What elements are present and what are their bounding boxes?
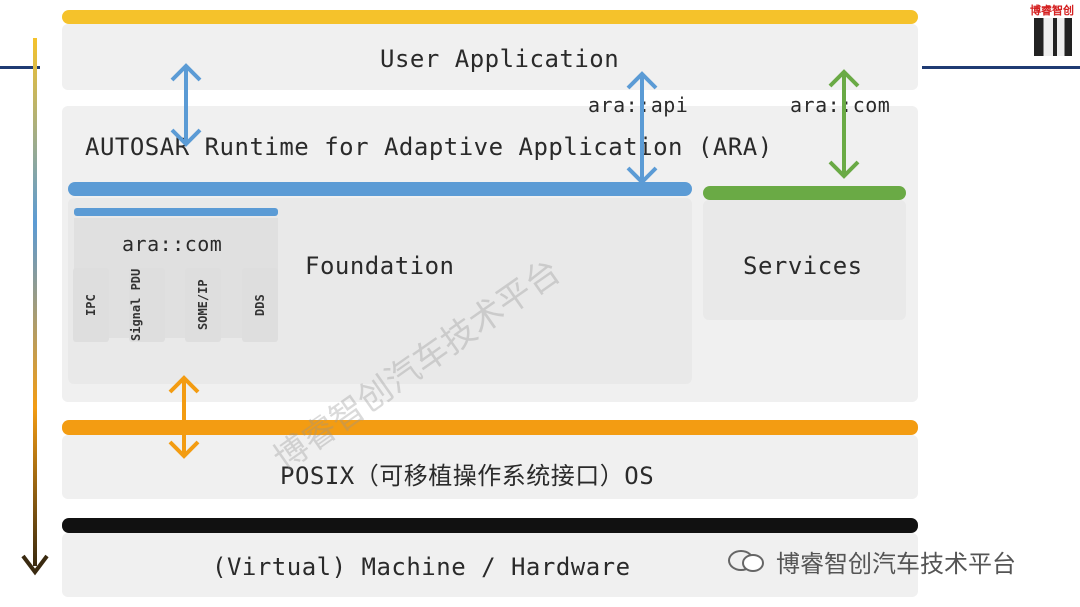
ara-com-top-label: ara::com — [790, 93, 891, 117]
protocol-signal-pdu: Signal PDU — [129, 268, 165, 342]
foundation-label: Foundation — [305, 252, 455, 280]
posix-label: POSIX（可移植操作系统接口）OS — [280, 462, 655, 490]
user-application-top-bar — [62, 10, 918, 24]
header-line-right — [922, 66, 1080, 69]
brand-wechat-icon — [728, 548, 764, 572]
protocol-some-ip: SOME/IP — [185, 268, 221, 342]
services-green-bar — [703, 186, 906, 200]
bottom-brand-text: 博睿智创汽车技术平台 — [776, 550, 1016, 578]
double-arrow-user-ara-icon — [170, 63, 202, 147]
arrow-down-icon — [21, 554, 49, 576]
protocol-ipc: IPC — [73, 268, 109, 342]
double-arrow-posix-icon — [168, 375, 200, 459]
ara-runtime-label: AUTOSAR Runtime for Adaptive Application… — [85, 133, 773, 161]
posix-layer — [62, 435, 918, 499]
protocol-dds: DDS — [242, 268, 278, 342]
corner-brand-text: 博睿智创 — [1030, 4, 1074, 17]
qr-code-icon — [1034, 18, 1072, 56]
user-application-layer — [62, 24, 918, 90]
header-line-left — [0, 66, 40, 69]
ara-com-blue-bar — [74, 208, 278, 216]
services-label: Services — [743, 252, 863, 280]
machine-black-bar — [62, 518, 918, 533]
ara-api-label: ara::api — [588, 93, 689, 117]
user-application-label: User Application — [380, 45, 620, 73]
ara-blue-bar — [68, 182, 692, 196]
vertical-flow-arrow — [33, 38, 37, 566]
services-box — [703, 200, 906, 320]
machine-layer — [62, 533, 918, 597]
posix-orange-bar — [62, 420, 918, 435]
double-arrow-ara-api-icon — [626, 71, 658, 185]
machine-label: (Virtual) Machine / Hardware — [212, 553, 631, 581]
ara-com-box-label: ara::com — [122, 232, 223, 256]
double-arrow-ara-com-icon — [828, 69, 860, 179]
